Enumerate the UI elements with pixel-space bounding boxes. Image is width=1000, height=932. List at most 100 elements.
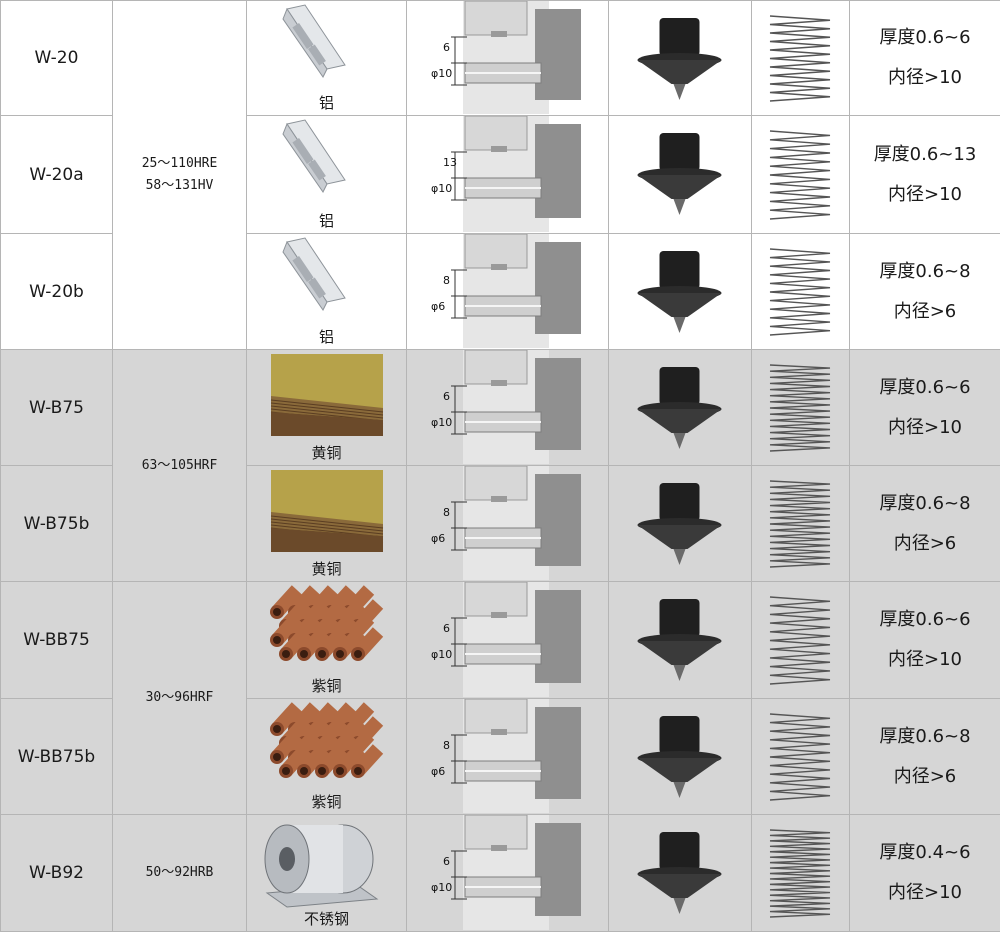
indenter-icon — [609, 121, 750, 229]
material-cell: 紫铜 — [247, 699, 407, 815]
indenter-cell — [609, 699, 752, 815]
spring-cell — [752, 1, 850, 116]
inner-diameter-label: 内径>10 — [850, 175, 1000, 215]
thickness-range-label: 厚度0.6~8 — [850, 252, 1000, 292]
copper-tubes-icon — [247, 582, 405, 677]
spring-icon — [752, 471, 848, 577]
clamp-image — [407, 699, 608, 814]
indenter-cell — [609, 466, 752, 582]
hardness-range-label: 30～96HRF — [113, 687, 246, 709]
clamp-cell: 13 φ10 — [407, 116, 609, 234]
indenter-cell — [609, 815, 752, 932]
hardness-range-cell: 63～105HRF — [113, 350, 247, 582]
spring-icon — [752, 704, 848, 810]
clamp-cell: 8 φ6 — [407, 699, 609, 815]
spring-icon — [752, 355, 848, 461]
spring-cell — [752, 466, 850, 582]
clamp-upper-dimension: 6 — [443, 390, 450, 403]
indenter-icon — [609, 587, 750, 694]
copper-tubes-icon — [247, 699, 405, 793]
clamp-upper-dimension: 6 — [443, 41, 450, 54]
model-cell: W-B75b — [1, 466, 113, 582]
model-label: W-20 — [35, 48, 79, 68]
model-cell: W-BB75b — [1, 699, 113, 815]
model-label: W-20b — [29, 282, 84, 302]
inner-diameter-label: 内径>10 — [850, 640, 1000, 680]
indenter-cell — [609, 582, 752, 699]
material-label: 铝 — [247, 210, 406, 231]
clamp-upper-dimension: 8 — [443, 274, 450, 287]
clamp-diagram-icon — [407, 699, 607, 813]
model-label: W-B92 — [29, 863, 84, 883]
indenter-cell — [609, 350, 752, 466]
aluminum-profile-icon — [247, 234, 405, 328]
material-cell: 铝 — [247, 234, 407, 350]
clamp-diagram-icon — [407, 815, 607, 930]
indenter-icon — [609, 239, 750, 345]
indenter-icon — [609, 704, 750, 810]
hardness-range-label: 50～92HRB — [113, 862, 246, 884]
thickness-range-label: 厚度0.4~6 — [850, 833, 1000, 873]
model-label: W-B75b — [24, 514, 90, 534]
spring-cell — [752, 582, 850, 699]
material-cell: 黄铜 — [247, 350, 407, 466]
inner-diameter-label: 内径>6 — [850, 757, 1000, 797]
clamp-diagram-icon — [407, 582, 607, 697]
clamp-image — [407, 234, 608, 349]
material-cell: 铝 — [247, 1, 407, 116]
material-cell: 黄铜 — [247, 466, 407, 582]
indenter-icon — [609, 820, 750, 927]
hardness-range-cell: 30～96HRF — [113, 582, 247, 815]
model-cell: W-B75 — [1, 350, 113, 466]
indenter-cell — [609, 116, 752, 234]
material-cell: 紫铜 — [247, 582, 407, 699]
clamp-upper-dimension: 8 — [443, 739, 450, 752]
clamp-diagram-icon — [407, 350, 607, 464]
thickness-range-label: 厚度0.6~8 — [850, 717, 1000, 757]
clamp-image — [407, 466, 608, 581]
material-label: 铝 — [247, 326, 406, 347]
model-label: W-BB75b — [18, 747, 95, 767]
clamp-lower-dimension: φ10 — [431, 881, 452, 894]
clamp-image — [407, 582, 608, 698]
spring-cell — [752, 116, 850, 234]
clamp-image — [407, 350, 608, 465]
spring-icon — [752, 239, 848, 345]
indenter-icon — [609, 6, 750, 111]
clamp-lower-dimension: φ10 — [431, 182, 452, 195]
thickness-range-label: 厚度0.6~6 — [850, 18, 1000, 58]
inner-diameter-label: 内径>6 — [850, 524, 1000, 564]
clamp-upper-dimension: 13 — [443, 156, 457, 169]
clamp-diagram-icon — [407, 466, 607, 580]
clamp-image — [407, 1, 608, 115]
brass-sheet-icon — [247, 350, 405, 444]
clamp-lower-dimension: φ10 — [431, 648, 452, 661]
model-cell: W-20b — [1, 234, 113, 350]
inner-diameter-label: 内径>10 — [850, 58, 1000, 98]
spring-cell — [752, 699, 850, 815]
material-label: 紫铜 — [247, 791, 406, 812]
clamp-upper-dimension: 8 — [443, 506, 450, 519]
model-cell: W-20 — [1, 1, 113, 116]
material-label: 铝 — [247, 92, 406, 113]
aluminum-profile-icon — [247, 116, 405, 212]
model-label: W-BB75 — [23, 630, 90, 650]
indenter-icon — [609, 471, 750, 577]
clamp-lower-dimension: φ10 — [431, 416, 452, 429]
model-cell: W-BB75 — [1, 582, 113, 699]
clamp-lower-dimension: φ6 — [431, 765, 445, 778]
